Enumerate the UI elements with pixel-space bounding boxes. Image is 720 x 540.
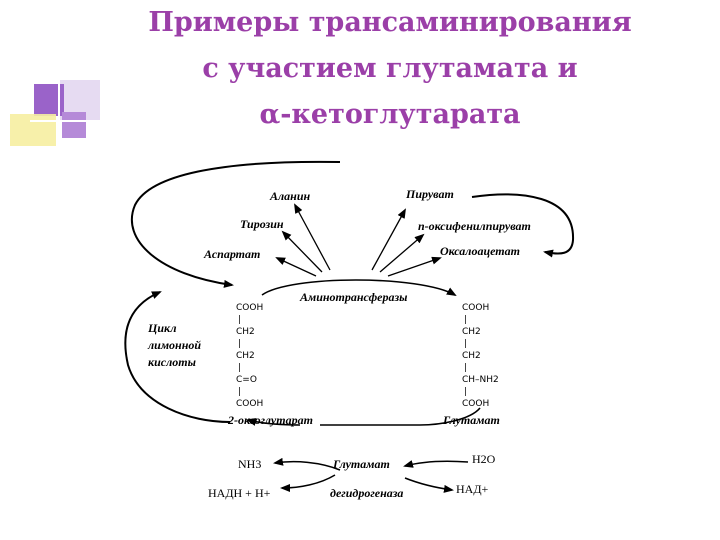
label-glutamate: Глутамат bbox=[442, 413, 500, 427]
label-alanine: Аланин bbox=[269, 189, 310, 203]
arrow-to-nadh bbox=[280, 474, 336, 492]
label-dehydrogenase-2: дегидрогеназа bbox=[330, 486, 403, 500]
cycle-line-2: лимонной bbox=[147, 338, 201, 352]
svg-text:COOH: COOH bbox=[236, 303, 263, 313]
label-nadh: НАДН + Н+ bbox=[208, 486, 271, 500]
svg-text:COOH: COOH bbox=[236, 399, 263, 409]
label-nad: НАД+ bbox=[456, 482, 489, 496]
loop-arrow-left bbox=[130, 160, 341, 288]
cycle-arrow-in bbox=[124, 291, 231, 423]
svg-text:|: | bbox=[464, 387, 467, 397]
svg-text:|: | bbox=[238, 363, 241, 373]
svg-text:COOH: COOH bbox=[462, 399, 489, 409]
label-h2o: H2O bbox=[472, 452, 496, 466]
label-tyrosine: Тирозин bbox=[240, 217, 284, 231]
label-oxyphenylpyruvate: п-оксифенилпируват bbox=[418, 219, 531, 233]
svg-text:CH–NH2: CH–NH2 bbox=[462, 375, 499, 385]
svg-text:C=O: C=O bbox=[236, 375, 257, 385]
svg-text:|: | bbox=[464, 363, 467, 373]
label-oxaloacetate: Оксалоацетат bbox=[440, 244, 520, 258]
arrow-from-oxaloacetate bbox=[387, 256, 442, 277]
cycle-line-3: кислоты bbox=[148, 355, 196, 369]
bottom-arc bbox=[320, 407, 481, 426]
label-enzyme: Аминотрансферазы bbox=[299, 290, 408, 304]
title-line-2: с участием глутамата и bbox=[202, 53, 578, 84]
arrow-to-alanine bbox=[294, 203, 331, 271]
label-oxoglutarate: 2-оксоглутарат bbox=[227, 413, 313, 427]
arrow-from-pyruvate bbox=[371, 208, 406, 271]
svg-text:|: | bbox=[238, 387, 241, 397]
svg-text:|: | bbox=[464, 339, 467, 349]
arrow-to-nad bbox=[404, 477, 454, 493]
loop-arrow-top bbox=[471, 193, 575, 258]
svg-text:CH2: CH2 bbox=[236, 351, 255, 361]
arrow-to-nh3 bbox=[273, 457, 341, 471]
svg-text:|: | bbox=[238, 315, 241, 325]
svg-text:CH2: CH2 bbox=[236, 327, 255, 337]
svg-text:|: | bbox=[464, 315, 467, 325]
title-line-3: α-кетоглутарата bbox=[259, 99, 521, 130]
arrow-from-oxyphenylpyruvate bbox=[379, 233, 425, 273]
arrow-to-aspartate bbox=[275, 257, 317, 277]
glutamate-structure: COOH | CH2 | CH2 | CH–NH2 | COOH bbox=[462, 303, 499, 409]
label-dehydrogenase-1: Глутамат bbox=[332, 457, 390, 471]
arrow-to-tyrosine bbox=[281, 230, 323, 273]
bottom-arc-head bbox=[246, 418, 301, 426]
svg-text:CH2: CH2 bbox=[462, 351, 481, 361]
slide-title: Примеры трансаминирования с участием глу… bbox=[95, 0, 685, 138]
svg-text:COOH: COOH bbox=[462, 303, 489, 313]
svg-text:|: | bbox=[238, 339, 241, 349]
label-pyruvate: Пируват bbox=[405, 187, 454, 201]
oxoglutarate-structure: COOH | CH2 | CH2 | C=O | COOH bbox=[236, 303, 263, 409]
label-aspartate: Аспартат bbox=[203, 247, 260, 261]
svg-text:CH2: CH2 bbox=[462, 327, 481, 337]
enzyme-arc bbox=[261, 279, 457, 296]
title-line-1: Примеры трансаминирования bbox=[148, 7, 632, 38]
cycle-line-1: Цикл bbox=[147, 321, 177, 335]
label-nh3: NH3 bbox=[238, 457, 261, 471]
arrow-from-h2o bbox=[403, 460, 469, 468]
